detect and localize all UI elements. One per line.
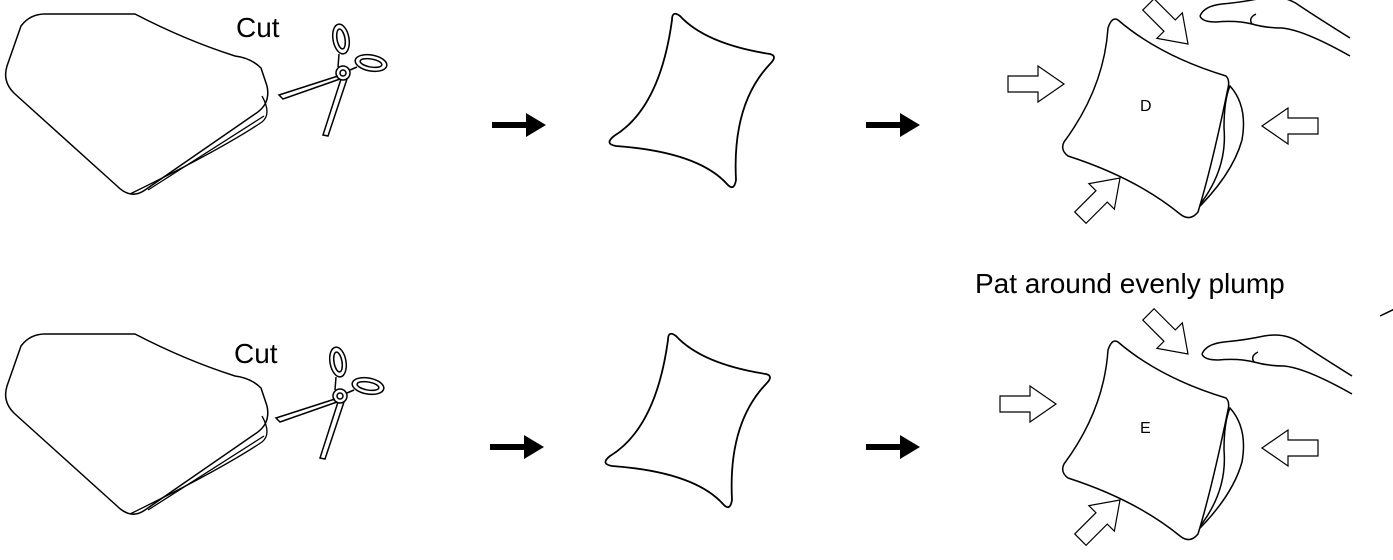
hollow-arrow-icon (1008, 66, 1064, 102)
folded-sheet-icon (5, 324, 268, 514)
arrow-right-icon (866, 113, 920, 137)
hollow-arrow-icon (1262, 430, 1318, 466)
pillow-letter: E (1140, 420, 1151, 438)
hand-icon (1200, 0, 1393, 56)
scissors-icon (279, 23, 388, 136)
pat-around-caption: Pat around evenly plump (975, 268, 1285, 300)
arrow-right-icon (866, 435, 920, 459)
hollow-arrow-icon (1262, 108, 1318, 144)
cut-label: Cut (236, 12, 280, 44)
pillow-letter: D (1140, 98, 1152, 116)
hand-icon (1202, 290, 1393, 394)
cushion-icon (605, 334, 770, 507)
hollow-arrow-icon (1000, 386, 1056, 422)
cut-label: Cut (234, 338, 278, 370)
folded-sheet-icon (5, 4, 268, 194)
cushion-icon (609, 14, 774, 187)
hollow-arrow-icon (1136, 302, 1201, 367)
pillow-icon (1063, 341, 1244, 540)
arrow-right-icon (490, 435, 544, 459)
pillow-icon (1063, 19, 1244, 218)
arrow-right-icon (492, 113, 546, 137)
scissors-icon (276, 346, 385, 459)
